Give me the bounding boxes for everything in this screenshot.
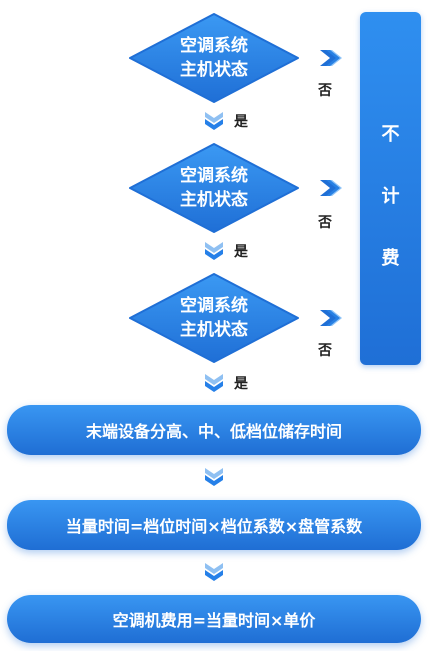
not-charged-box: 不 计 费 (360, 12, 421, 365)
decision-diamond-2: 空调系统 主机状态 (128, 142, 300, 234)
no-label: 否 (318, 83, 332, 99)
decision-diamond-3: 空调系统 主机状态 (128, 272, 300, 364)
no-label: 否 (318, 343, 332, 359)
decision-diamond-1: 空调系统 主机状态 (128, 12, 300, 104)
decision-line1: 空调系统 (180, 36, 248, 56)
yes-label: 是 (234, 376, 248, 392)
decision-line2: 主机状态 (180, 190, 248, 210)
step-bar-storage-time: 末端设备分高、中、低档位储存时间 (7, 405, 421, 455)
chevron-right-icon (320, 50, 342, 66)
side-char-1: 不 (381, 124, 400, 145)
side-char-2: 计 (381, 186, 400, 207)
yes-label: 是 (234, 244, 248, 260)
step-text: 当量时间=档位时间×档位系数×盘管系数 (65, 517, 363, 536)
chevron-right-icon (320, 180, 342, 196)
step-text: 空调机费用=当量时间×单价 (112, 611, 316, 630)
chevron-down-icon (205, 242, 223, 260)
step-bar-equivalent-time: 当量时间=档位时间×档位系数×盘管系数 (7, 500, 421, 550)
yes-label: 是 (234, 114, 248, 130)
diamond-shape (129, 13, 299, 103)
chevron-right-icon (320, 310, 342, 326)
decision-line2: 主机状态 (180, 320, 248, 340)
diamond-shape (129, 143, 299, 233)
step-bar-ac-cost: 空调机费用=当量时间×单价 (7, 595, 421, 643)
decision-line1: 空调系统 (180, 166, 248, 186)
no-label: 否 (318, 215, 332, 231)
diamond-shape (129, 273, 299, 363)
step-text: 末端设备分高、中、低档位储存时间 (85, 422, 342, 441)
decision-line1: 空调系统 (180, 296, 248, 316)
decision-line2: 主机状态 (180, 60, 248, 80)
chevron-down-icon (205, 374, 223, 392)
side-char-3: 费 (381, 248, 400, 269)
chevron-down-icon (205, 563, 223, 581)
chevron-down-icon (205, 468, 223, 486)
chevron-down-icon (205, 112, 223, 130)
